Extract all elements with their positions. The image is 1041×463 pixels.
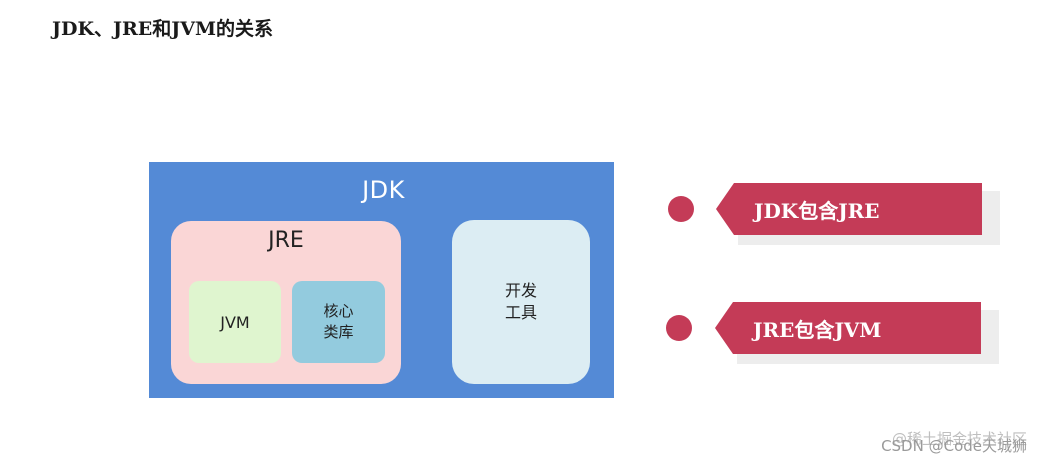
jvm-label: JVM: [220, 312, 250, 332]
dev-tools-box: 开发 工具: [452, 220, 590, 384]
bullet-dot-1: [668, 196, 694, 222]
relation-banner-1: JDK包含JRE: [716, 183, 1000, 247]
watermark: @稀土掘金技术社区 CSDN @Code天城狮: [881, 431, 1027, 455]
jre-label: JRE: [268, 228, 304, 253]
bullet-dot-2: [666, 315, 692, 341]
relation-text-2: JRE包含JVM: [753, 317, 882, 342]
page-title: JDK、JRE和JVM的关系: [52, 18, 274, 40]
watermark-line-2: CSDN @Code天城狮: [881, 437, 1027, 455]
core-library-label: 核心 类库: [323, 302, 354, 341]
jvm-box: JVM: [189, 281, 281, 363]
jdk-label: JDK: [362, 176, 405, 204]
relation-banner-2: JRE包含JVM: [715, 302, 999, 366]
banner-shape-2: [715, 302, 999, 364]
core-library-box: 核心 类库: [292, 281, 385, 363]
watermark-line-1: @稀土掘金技术社区: [891, 430, 1027, 448]
relation-text-1: JDK包含JRE: [754, 198, 880, 223]
banner-shape-1: [716, 183, 1000, 245]
dev-tools-label: 开发 工具: [504, 281, 537, 322]
